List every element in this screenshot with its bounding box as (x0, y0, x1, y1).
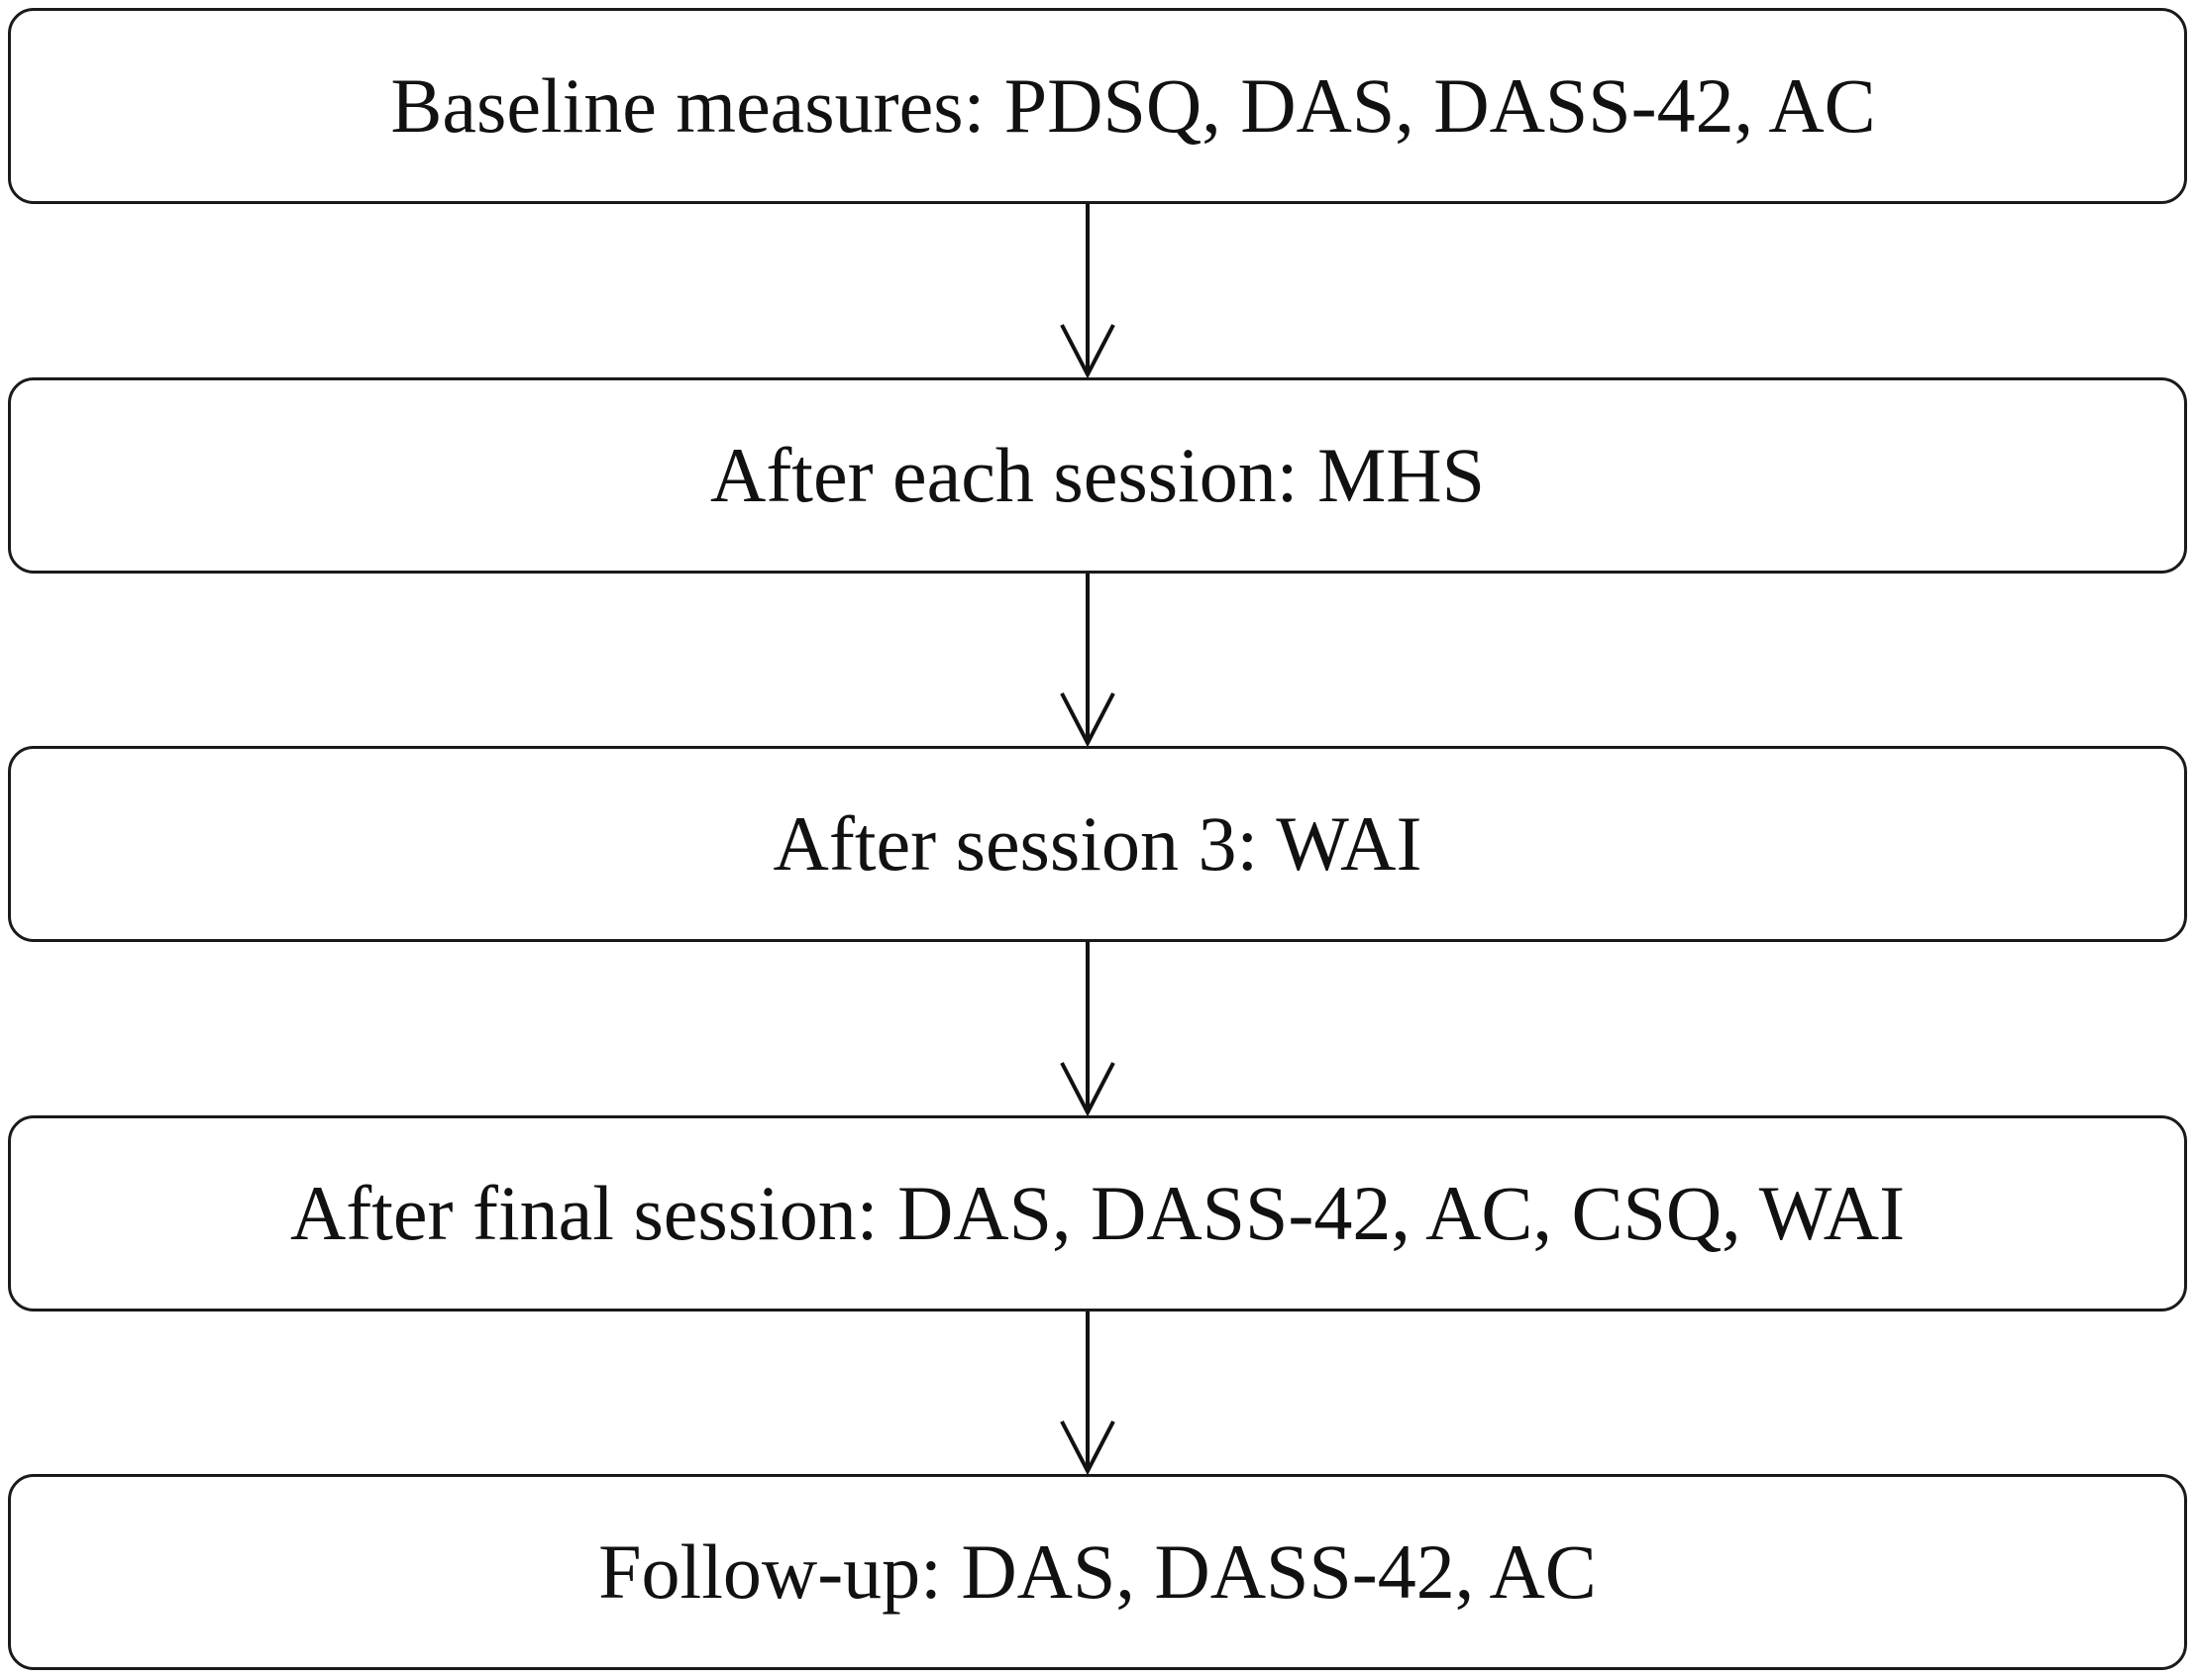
baseline-measures-label: Baseline measures: PDSQ, DAS, DASS-42, A… (390, 62, 1876, 149)
arrow-session-3-to-final-session (1060, 942, 1115, 1117)
after-session-3-box: After session 3: WAI (8, 746, 2187, 942)
arrow-final-session-to-follow-up (1060, 1312, 1115, 1476)
baseline-measures-box: Baseline measures: PDSQ, DAS, DASS-42, A… (8, 8, 2187, 204)
after-final-session-box: After final session: DAS, DASS-42, AC, C… (8, 1115, 2187, 1312)
follow-up-label: Follow-up: DAS, DASS-42, AC (598, 1528, 1597, 1615)
after-each-session-box: After each session: MHS (8, 377, 2187, 574)
follow-up-box: Follow-up: DAS, DASS-42, AC (8, 1474, 2187, 1670)
after-each-session-label: After each session: MHS (709, 432, 1486, 518)
after-session-3-label: After session 3: WAI (773, 800, 1422, 887)
after-final-session-label: After final session: DAS, DASS-42, AC, C… (289, 1170, 1906, 1256)
arrow-each-session-to-session-3 (1060, 574, 1115, 748)
arrow-baseline-to-each-session (1060, 204, 1115, 379)
